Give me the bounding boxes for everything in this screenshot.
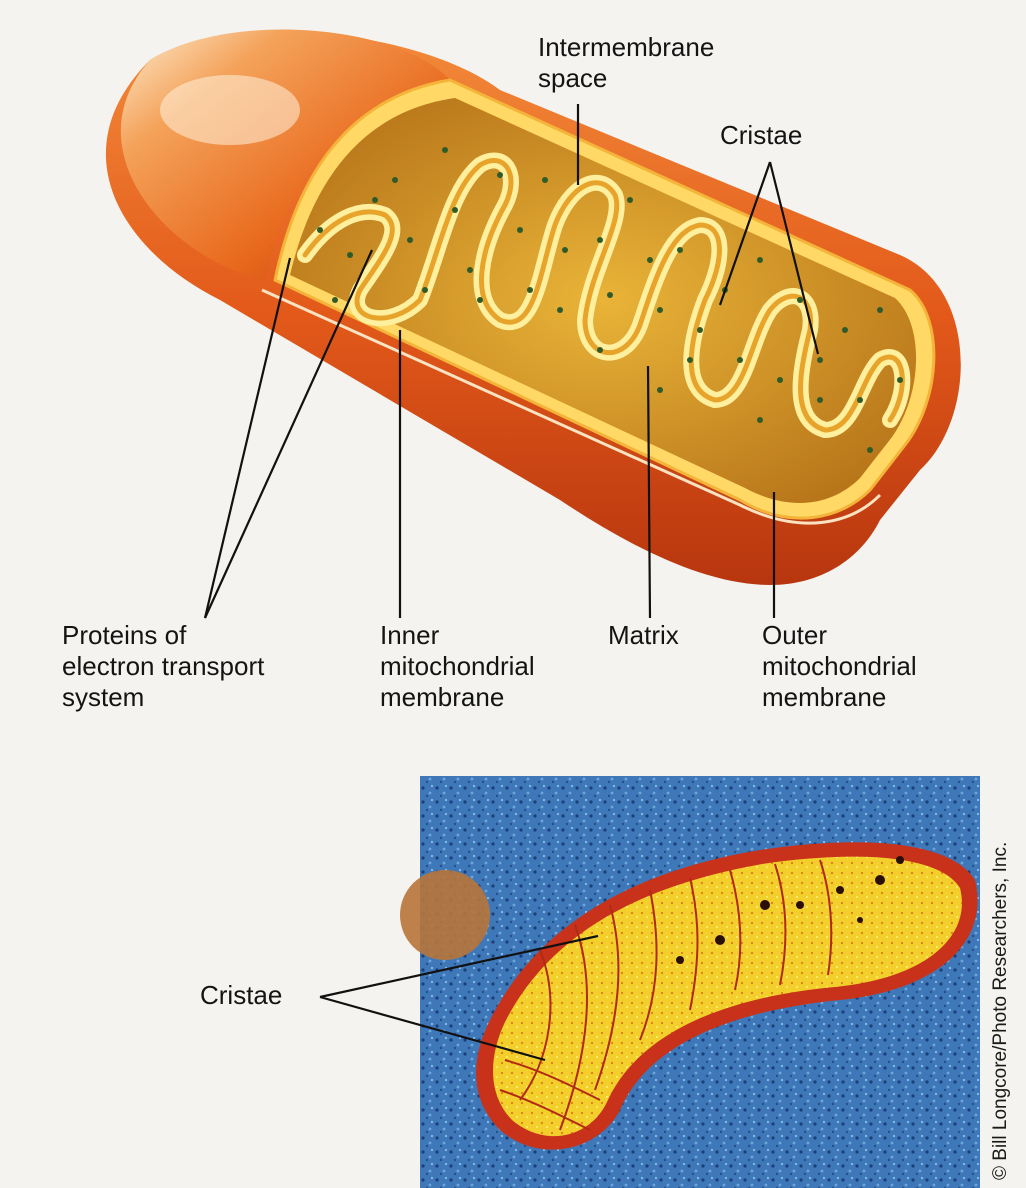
- protein-dot: [737, 357, 743, 363]
- protein-dot: [817, 397, 823, 403]
- cap-highlight: [160, 75, 300, 145]
- protein-dot: [562, 247, 568, 253]
- protein-dot: [757, 257, 763, 263]
- electron-micrograph: [320, 776, 980, 1188]
- protein-dot: [857, 397, 863, 403]
- label-outer-membrane: Outer mitochondrial membrane: [762, 620, 917, 713]
- protein-dot: [407, 237, 413, 243]
- protein-dot: [627, 197, 633, 203]
- protein-dot: [697, 327, 703, 333]
- protein-dot: [677, 247, 683, 253]
- protein-dot: [607, 292, 613, 298]
- protein-dot: [372, 197, 378, 203]
- label-intermembrane-space: Intermembrane space: [538, 32, 714, 94]
- photo-credit: © Bill Longcore/Photo Researchers, Inc.: [990, 842, 1012, 1180]
- label-cristae-top: Cristae: [720, 120, 802, 151]
- protein-dot: [467, 267, 473, 273]
- protein-dot: [657, 387, 663, 393]
- label-matrix: Matrix: [608, 620, 679, 651]
- protein-dot: [497, 172, 503, 178]
- protein-dot: [347, 252, 353, 258]
- protein-dot: [422, 287, 428, 293]
- protein-dot: [477, 297, 483, 303]
- protein-dot: [817, 357, 823, 363]
- protein-dot: [332, 297, 338, 303]
- label-inner-membrane: Inner mitochondrial membrane: [380, 620, 535, 713]
- protein-dot: [392, 177, 398, 183]
- protein-dot: [877, 307, 883, 313]
- protein-dot: [757, 417, 763, 423]
- protein-dot: [797, 297, 803, 303]
- protein-dot: [867, 447, 873, 453]
- protein-dot: [317, 227, 323, 233]
- protein-dot: [897, 377, 903, 383]
- protein-dot: [517, 227, 523, 233]
- label-proteins: Proteins of electron transport system: [62, 620, 264, 713]
- protein-dot: [687, 357, 693, 363]
- label-cristae-bottom: Cristae: [200, 980, 282, 1011]
- protein-dot: [452, 207, 458, 213]
- protein-dot: [442, 147, 448, 153]
- protein-dot: [777, 377, 783, 383]
- protein-dot: [542, 177, 548, 183]
- protein-dot: [842, 327, 848, 333]
- protein-dot: [647, 257, 653, 263]
- protein-dot: [657, 307, 663, 313]
- protein-dot: [597, 237, 603, 243]
- protein-dot: [597, 347, 603, 353]
- protein-dot: [557, 307, 563, 313]
- micrograph-organelle: [400, 870, 490, 960]
- protein-dot: [527, 287, 533, 293]
